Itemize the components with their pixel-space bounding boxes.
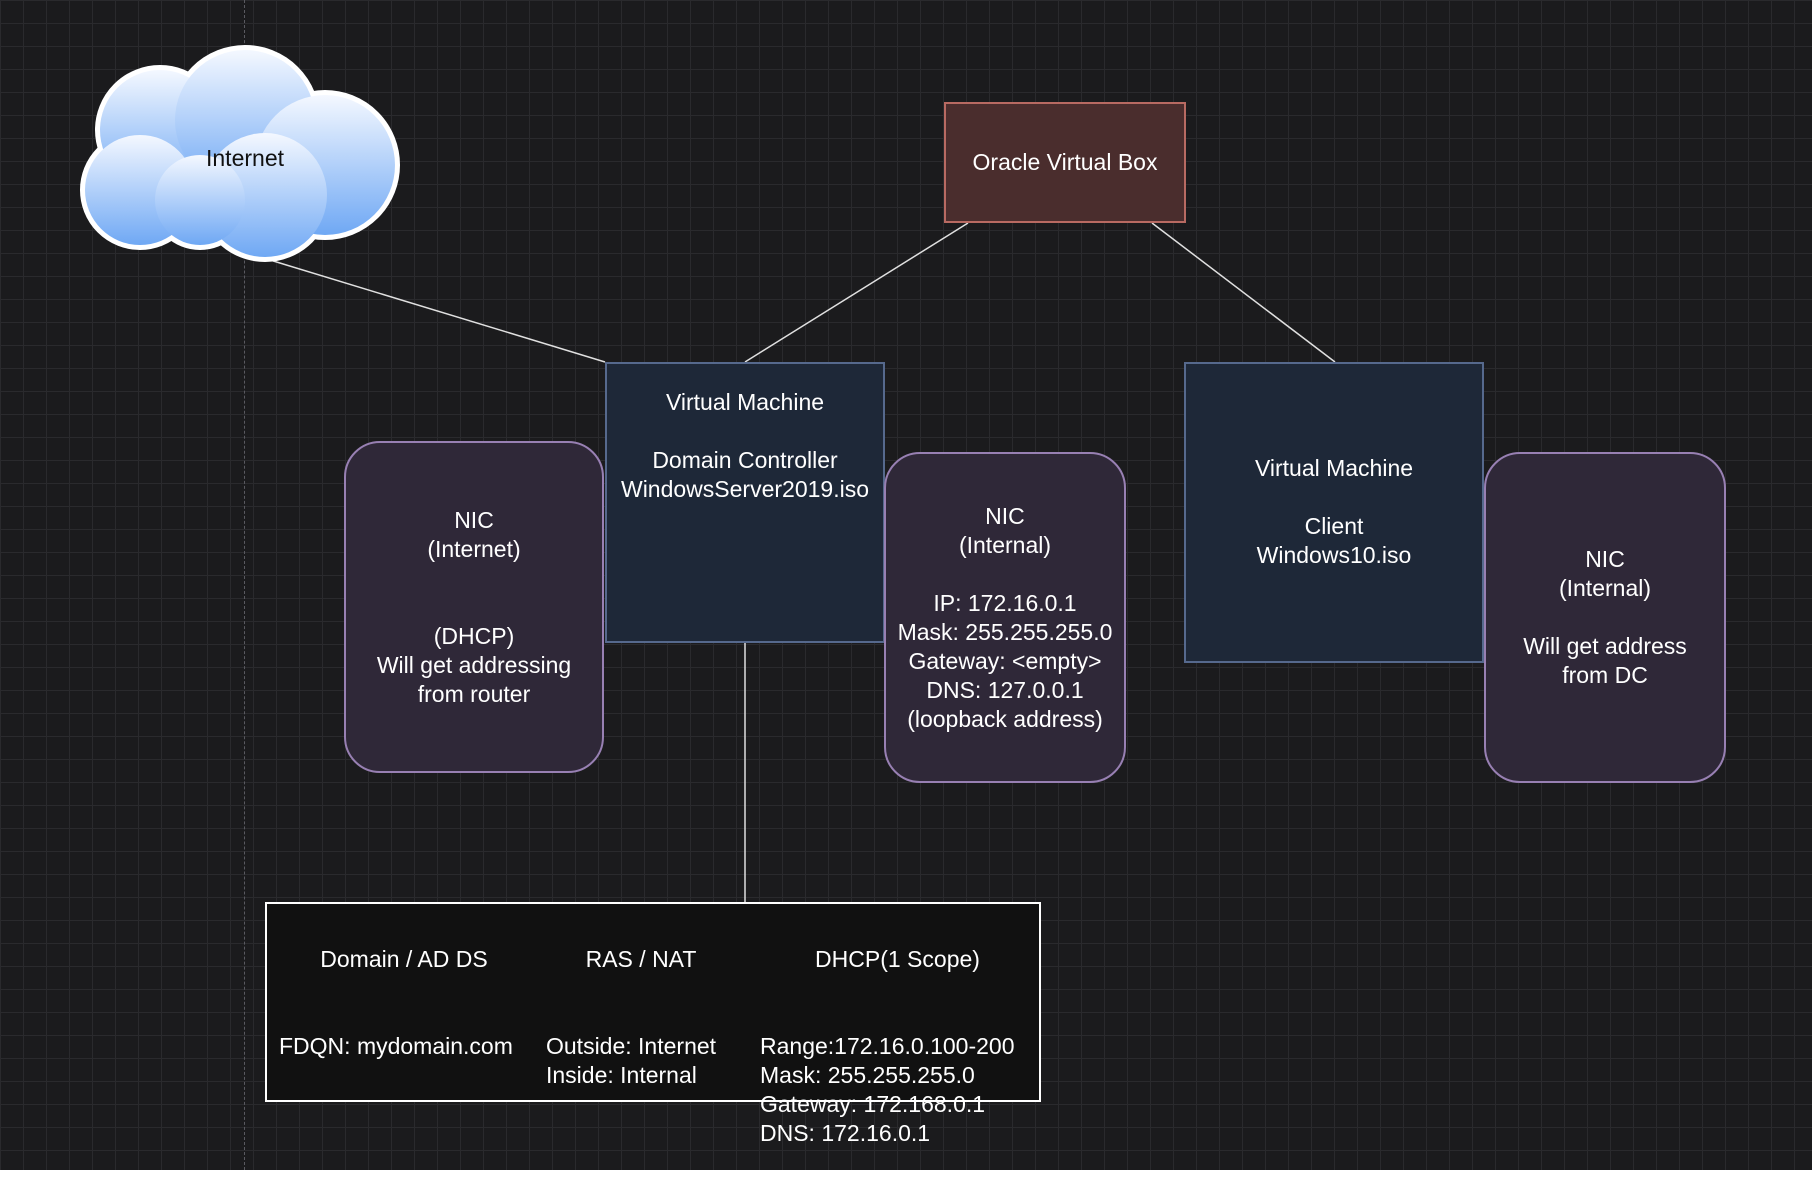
nic-dc-internal-label: NIC (Internal) IP: 172.16.0.1 Mask: 255.…	[897, 502, 1113, 732]
service-domain-ad-ds: Domain / AD DS FDQN: mydomain.com	[279, 916, 529, 1090]
service-dhcp: DHCP(1 Scope) Range:172.16.0.100-200 Mas…	[760, 916, 1035, 1177]
service-domain-heading: Domain / AD DS	[320, 946, 488, 972]
service-domain-body: FDQN: mydomain.com	[279, 1033, 513, 1059]
nic-client-internal-node[interactable]: NIC (Internal) Will get address from DC	[1484, 452, 1726, 783]
service-ras-heading: RAS / NAT	[585, 946, 697, 972]
nic-internet-node[interactable]: NIC (Internet) (DHCP) Will get addressin…	[344, 441, 604, 773]
service-ras-body: Outside: Internet Inside: Internal	[546, 1033, 717, 1088]
dc-services-box[interactable]: Domain / AD DS FDQN: mydomain.com RAS / …	[265, 902, 1041, 1146]
nic-client-internal-label: NIC (Internal) Will get address from DC	[1523, 546, 1687, 688]
vm-domain-controller-label: Virtual Machine Domain Controller Window…	[620, 389, 869, 502]
edge-oracle-vm-client	[1151, 222, 1336, 363]
internet-label: Internet	[206, 145, 284, 171]
oracle-virtualbox-node[interactable]: Oracle Virtual Box	[944, 102, 1186, 223]
service-dhcp-body: Range:172.16.0.100-200 Mask: 255.255.255…	[760, 1033, 1015, 1146]
service-dhcp-heading: DHCP(1 Scope)	[815, 946, 980, 972]
edge-internet-vm-dc	[269, 259, 606, 363]
vm-client-node[interactable]: Virtual Machine Client Windows10.iso	[1184, 362, 1484, 663]
oracle-virtualbox-label: Oracle Virtual Box	[972, 149, 1158, 175]
nic-internet-label: NIC (Internet) (DHCP) Will get addressin…	[376, 506, 572, 707]
edge-oracle-vm-dc	[744, 222, 969, 363]
vm-domain-controller-node[interactable]: Virtual Machine Domain Controller Window…	[605, 362, 885, 643]
vm-client-label: Virtual Machine Client Windows10.iso	[1254, 455, 1414, 568]
service-ras-nat: RAS / NAT Outside: Internet Inside: Inte…	[546, 916, 736, 1119]
vertical-guide-line	[244, 0, 245, 1170]
internet-cloud-shape	[80, 45, 400, 262]
nic-dc-internal-node[interactable]: NIC (Internal) IP: 172.16.0.1 Mask: 255.…	[884, 452, 1126, 783]
